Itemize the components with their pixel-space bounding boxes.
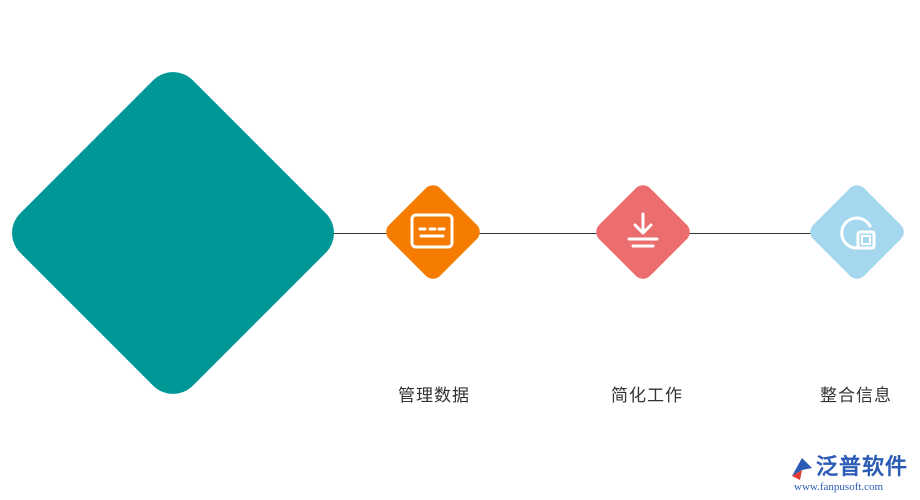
- download-icon: [627, 212, 659, 248]
- node-label-manage-data: 管理数据: [398, 386, 470, 405]
- node-label-simplify-work: 简化工作: [611, 386, 683, 405]
- brand-url: www.fanpusoft.com: [794, 481, 884, 493]
- brand-name: 泛普软件: [816, 454, 909, 479]
- connector-line: [330, 233, 830, 234]
- brand-logo: 泛普软件 www.fanpusoft.com: [788, 452, 916, 496]
- node-label-integrate-info: 整合信息: [820, 386, 892, 405]
- dashboard-screen-icon: [410, 213, 454, 249]
- fanpu-logo-icon: [792, 458, 812, 480]
- chart-window-icon: [840, 216, 876, 250]
- main-diamond: [0, 60, 346, 406]
